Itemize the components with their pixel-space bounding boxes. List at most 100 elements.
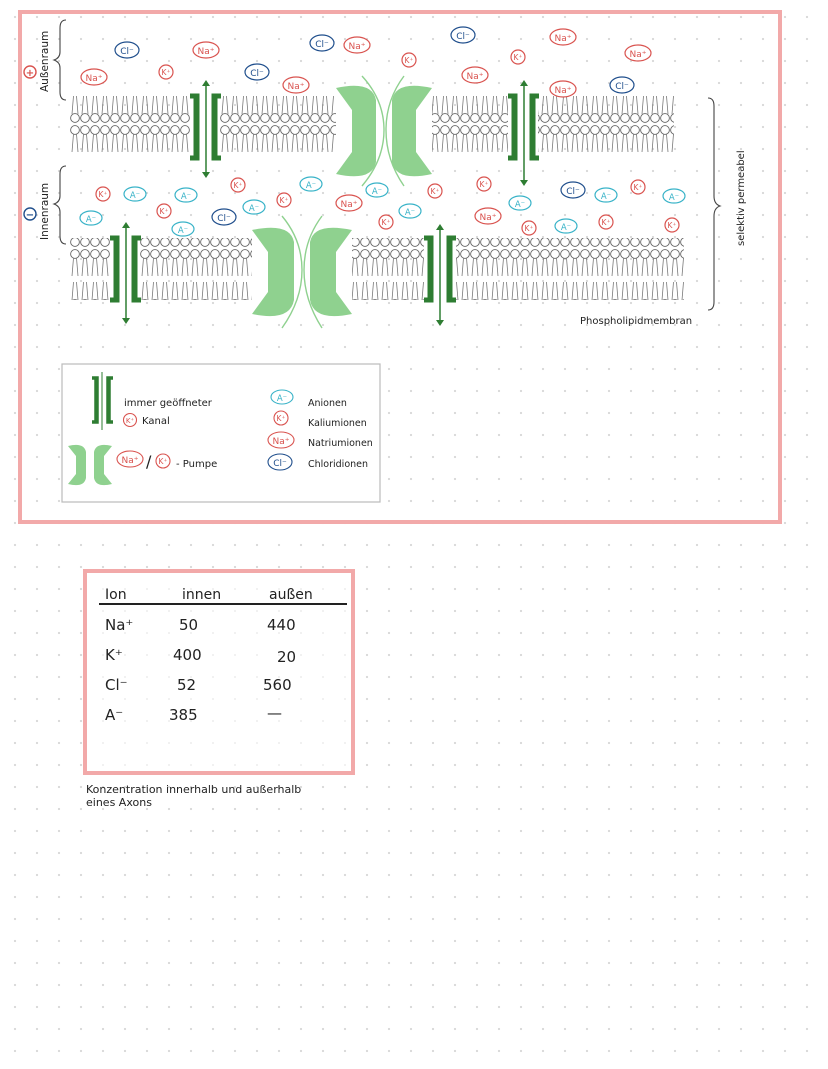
row-a-outside: —: [267, 704, 282, 722]
row-cl-inside: 52: [177, 676, 197, 694]
svg-text:Cl⁻: Cl⁻: [217, 214, 231, 224]
concentration-table: Ion innen außen Na⁺ 50 440 K⁺ 400 20 Cl⁻…: [83, 569, 355, 775]
ion-k: K⁺: [158, 64, 174, 80]
inside-label: Innenraum: [39, 183, 51, 240]
legend-pump-k-icon: K⁺: [155, 453, 171, 469]
row-k-inside: 400: [173, 646, 202, 664]
svg-text:Na⁺: Na⁺: [122, 456, 139, 466]
ion-na: Na⁺: [624, 44, 652, 62]
ion-na: Na⁺: [474, 207, 502, 225]
caption-line-2: eines Axons: [86, 796, 152, 809]
ion-na: Na⁺: [461, 66, 489, 84]
svg-text:K⁺: K⁺: [159, 457, 168, 466]
ion-na: Na⁺: [549, 28, 577, 46]
svg-text:K⁺: K⁺: [160, 207, 169, 216]
svg-text:Na⁺: Na⁺: [273, 437, 290, 447]
svg-text:Cl⁻: Cl⁻: [315, 40, 329, 50]
ion-cl: Cl⁻: [609, 76, 635, 94]
ion-k: K⁺: [521, 220, 537, 236]
ion-a: A⁻: [242, 199, 266, 215]
ion-k: K⁺: [664, 217, 680, 233]
ion-k: K⁺: [156, 203, 172, 219]
ion-a: A⁻: [79, 210, 103, 226]
legend-channel-text-2: Kanal: [142, 416, 170, 427]
row-cl-ion: Cl⁻: [105, 676, 128, 694]
ion-k: K⁺: [630, 179, 646, 195]
legend-pump-icon: [68, 444, 112, 486]
svg-text:K⁺: K⁺: [280, 196, 289, 205]
channel-lower-left: [110, 222, 141, 324]
svg-text:K⁺: K⁺: [634, 183, 643, 192]
pump-upper: [336, 75, 432, 187]
table-rule: [99, 603, 347, 605]
row-k-ion: K⁺: [105, 646, 123, 664]
legend-sodium-icon: Na⁺: [267, 431, 295, 449]
outside-brace: [52, 19, 67, 101]
ion-a: A⁻: [299, 176, 323, 192]
ion-cl: Cl⁻: [244, 63, 270, 81]
svg-text:A⁻: A⁻: [515, 200, 525, 210]
outside-label: Außenraum: [39, 31, 51, 92]
svg-text:Na⁺: Na⁺: [86, 74, 103, 84]
ion-group: Na⁺ Cl⁻ K⁺ Na⁺ Cl⁻ Na⁺ Cl⁻ Na⁺ K⁺ Cl⁻ Na…: [79, 26, 686, 237]
legend-anion-icon: A⁻: [270, 389, 294, 405]
ion-na: Na⁺: [282, 76, 310, 94]
svg-text:K⁺: K⁺: [382, 218, 391, 227]
ion-cl: Cl⁻: [450, 26, 476, 44]
ion-a: A⁻: [554, 218, 578, 234]
ion-a: A⁻: [123, 186, 147, 202]
svg-text:K⁺: K⁺: [277, 414, 286, 423]
ion-k: K⁺: [476, 176, 492, 192]
row-a-ion: A⁻: [105, 706, 124, 724]
ion-a: A⁻: [171, 221, 195, 237]
svg-text:Na⁺: Na⁺: [341, 200, 358, 210]
legend-potassium-label: Kaliumionen: [308, 418, 367, 429]
svg-text:K⁺: K⁺: [514, 53, 523, 62]
ion-cl: Cl⁻: [560, 181, 586, 199]
svg-text:A⁻: A⁻: [130, 191, 140, 201]
svg-text:K⁺: K⁺: [162, 68, 171, 77]
svg-text:Cl⁻: Cl⁻: [566, 187, 580, 197]
ion-na: Na⁺: [335, 194, 363, 212]
channel-lower-right: [424, 224, 456, 326]
legend-sodium-label: Natriumionen: [308, 438, 373, 449]
ion-a: A⁻: [174, 187, 198, 203]
ion-k: K⁺: [230, 177, 246, 193]
row-cl-outside: 560: [263, 676, 292, 694]
legend-pump-text: - Pumpe: [176, 459, 217, 470]
svg-text:K⁺: K⁺: [431, 187, 440, 196]
selective-permeable-label: selektiv permeabel: [736, 150, 747, 246]
svg-text:K⁺: K⁺: [405, 56, 414, 65]
membrane-diagram: Außenraum Innenraum + − selektiv permeab…: [23, 19, 747, 503]
membrane-label: Phospholipidmembran: [580, 316, 692, 327]
svg-text:Cl⁻: Cl⁻: [250, 69, 264, 79]
svg-text:A⁻: A⁻: [372, 187, 382, 197]
row-na-outside: 440: [267, 616, 296, 634]
ion-na: Na⁺: [80, 68, 108, 86]
ion-a: A⁻: [365, 182, 389, 198]
svg-text:K⁺: K⁺: [126, 417, 135, 425]
svg-text:Na⁺: Na⁺: [555, 86, 572, 96]
ion-a: A⁻: [662, 188, 686, 204]
ion-a: A⁻: [398, 203, 422, 219]
svg-text:K⁺: K⁺: [99, 190, 108, 199]
legend-channel-ion-icon: K⁺: [122, 412, 138, 428]
outside-plus-icon: +: [23, 65, 37, 79]
svg-text:K⁺: K⁺: [525, 224, 534, 233]
legend-chloride-label: Chloridionen: [308, 459, 368, 470]
channel-upper-right: [508, 80, 539, 186]
svg-text:K⁺: K⁺: [480, 180, 489, 189]
legend: immer geöffneter K⁺ Kanal Na⁺ / K⁺ - Pum…: [61, 363, 381, 503]
ion-cl: Cl⁻: [114, 41, 140, 59]
svg-text:A⁻: A⁻: [561, 223, 571, 233]
ion-k: K⁺: [598, 214, 614, 230]
ion-k: K⁺: [401, 52, 417, 68]
svg-text:A⁻: A⁻: [669, 193, 679, 203]
ion-k: K⁺: [95, 186, 111, 202]
svg-text:+: +: [26, 68, 34, 79]
legend-potassium-icon: K⁺: [273, 410, 289, 426]
svg-text:K⁺: K⁺: [668, 221, 677, 230]
svg-text:Na⁺: Na⁺: [480, 213, 497, 223]
header-ion: Ion: [105, 587, 127, 603]
lower-membrane: [70, 238, 684, 300]
